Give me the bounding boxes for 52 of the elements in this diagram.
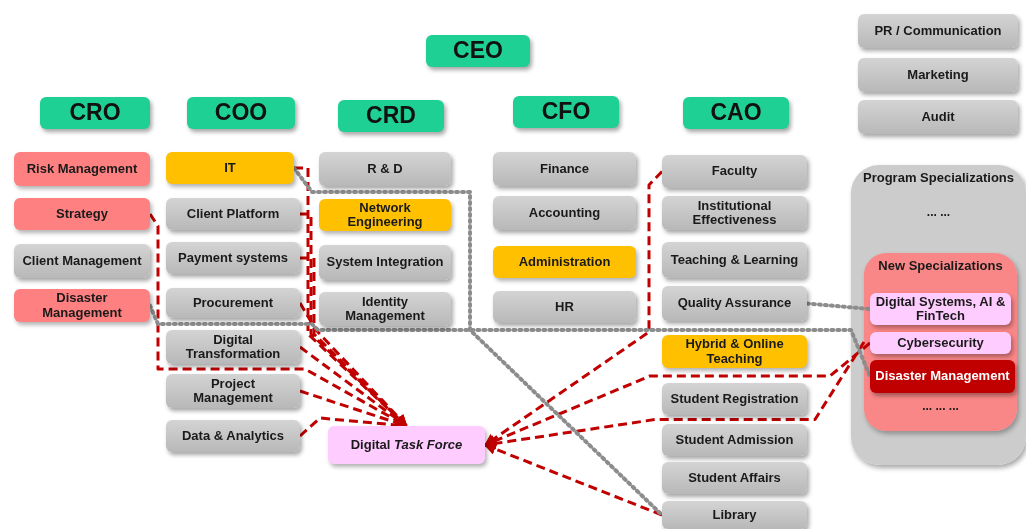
unit-box: Risk Management	[14, 152, 150, 186]
unit-box: Data & Analytics	[166, 420, 300, 452]
unit-box: Student Affairs	[662, 462, 807, 494]
unit-box: Disaster Management	[870, 360, 1015, 393]
executive-box: CFO	[513, 96, 619, 128]
unit-box: Identity Management	[319, 292, 451, 326]
unit-box: Student Registration	[662, 383, 807, 415]
unit-box: Cybersecurity	[870, 332, 1011, 354]
executive-box: CRD	[338, 100, 444, 132]
unit-box: Client Platform	[166, 198, 300, 230]
unit-box: R & D	[319, 152, 451, 186]
unit-box: Audit	[858, 100, 1018, 134]
dashed-arrow	[299, 416, 408, 438]
ellipsis-text: ... ... ...	[921, 398, 960, 415]
unit-box: Accounting	[493, 196, 636, 230]
unit-box: Project Management	[166, 374, 300, 408]
dotted-line	[292, 166, 664, 517]
unit-box: Strategy	[14, 198, 150, 230]
unit-box: Marketing	[858, 58, 1018, 92]
unit-box: IT	[166, 152, 294, 184]
unit-box: Institutional Effectiveness	[662, 196, 807, 230]
group-panel	[864, 253, 1017, 431]
unit-box: Quality Assurance	[662, 286, 807, 321]
unit-box: Library	[662, 501, 807, 529]
unit-box: Disaster Management	[14, 289, 150, 322]
executive-box: CRO	[40, 97, 150, 129]
dotted-line	[148, 303, 872, 379]
unit-box: PR / Communication	[858, 14, 1018, 48]
executive-box: CEO	[426, 35, 530, 67]
dashed-arrow	[483, 443, 663, 517]
unit-box: Student Admission	[662, 424, 807, 456]
dotted-line	[805, 301, 872, 311]
executive-box: CAO	[683, 97, 789, 129]
unit-box: Administration	[493, 246, 636, 278]
executive-box: COO	[187, 97, 295, 129]
group-panel	[851, 165, 1026, 465]
unit-box: Procurement	[166, 288, 300, 318]
group-heading: Program Specializations	[862, 171, 1015, 186]
unit-box: HR	[493, 291, 636, 323]
unit-box: Hybrid & Online Teaching	[662, 335, 807, 368]
unit-box: Payment systems	[166, 242, 300, 274]
unit-box: Client Management	[14, 244, 150, 278]
unit-box: Digital Task Force	[328, 426, 485, 464]
unit-box: System Integration	[319, 245, 451, 280]
unit-box: Faculty	[662, 155, 807, 188]
unit-box: Digital Systems, AI & FinTech	[870, 293, 1011, 325]
group-heading: New Specializations	[877, 259, 1004, 274]
unit-box: Finance	[493, 152, 636, 186]
unit-box: Teaching & Learning	[662, 242, 807, 278]
unit-box: Digital Transformation	[166, 330, 300, 364]
unit-box: Network Engineering	[319, 199, 451, 231]
ellipsis-text: ... ...	[925, 204, 952, 221]
